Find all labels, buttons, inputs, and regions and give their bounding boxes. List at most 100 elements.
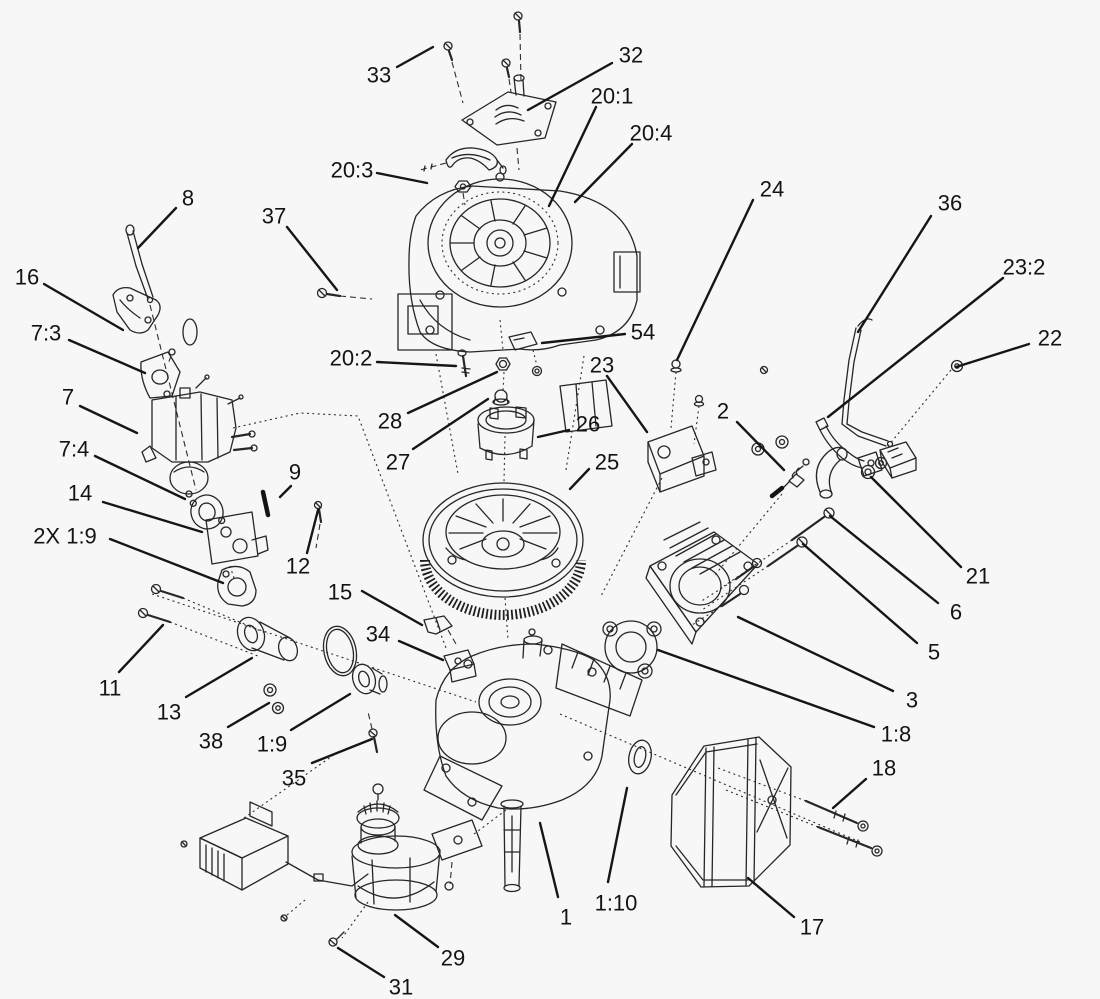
callout-label-27: 27 <box>386 450 410 475</box>
callout-label-22: 22 <box>1038 326 1062 351</box>
starter-bolt-31 <box>328 931 345 947</box>
recoil-starter <box>427 172 573 308</box>
callout-leader-1:8 <box>656 648 876 729</box>
callout-label-23: 23 <box>590 353 614 378</box>
callout-leader-7:3 <box>67 338 147 375</box>
callout-leader-16 <box>42 282 125 332</box>
callout-label-54: 54 <box>631 320 655 345</box>
washers-38 <box>263 683 285 715</box>
hex-nut-28 <box>495 357 511 391</box>
callout-leader-20:2 <box>375 360 458 368</box>
callout-label-34: 34 <box>366 622 390 647</box>
callout-leader-28 <box>406 370 499 415</box>
callout-leader-18 <box>831 777 868 810</box>
callout-label-2: 2 <box>717 399 729 424</box>
callout-leader-9 <box>278 484 293 499</box>
callout-label-1:10: 1:10 <box>595 891 638 916</box>
callout-label-33: 33 <box>367 63 391 88</box>
carb-gasket-7-4 <box>189 494 226 530</box>
flange-nut-27 <box>492 389 510 406</box>
callout-label-37: 37 <box>262 204 286 229</box>
callout-label-14: 14 <box>68 481 92 506</box>
callout-label-7: 7 <box>62 385 74 410</box>
brake-box <box>599 425 717 599</box>
callout-leader-7 <box>78 404 139 435</box>
callout-leader-29 <box>393 913 440 949</box>
callout-label-7:3: 7:3 <box>31 321 62 346</box>
callout-label-20:2: 20:2 <box>330 346 373 371</box>
callout-label-31: 31 <box>389 975 413 999</box>
callout-leader-22 <box>954 342 1031 369</box>
callout-label-20:1: 20:1 <box>591 84 634 109</box>
callout-leader-32 <box>526 61 614 112</box>
callout-label-25: 25 <box>595 450 619 475</box>
callout-label-6: 6 <box>950 600 962 625</box>
callout-label-5: 5 <box>928 640 940 665</box>
callout-leader-17 <box>746 876 796 919</box>
muffler <box>670 736 792 888</box>
callout-leader-20:1 <box>547 105 598 208</box>
callout-leader-20:3 <box>375 171 429 185</box>
cylinder-head <box>645 521 759 645</box>
callout-label-16: 16 <box>15 265 39 290</box>
housing-bolt <box>316 287 373 300</box>
callout-label-7:4: 7:4 <box>59 437 90 462</box>
carburetor <box>141 374 258 498</box>
bracket-23-2 <box>815 417 883 477</box>
clip-15 <box>423 615 457 645</box>
callout-label-36: 36 <box>938 191 962 216</box>
callout-leader-54 <box>540 332 627 345</box>
blower-housing <box>397 185 641 475</box>
callout-leader-11 <box>117 623 165 674</box>
callout-leader-1 <box>538 821 560 899</box>
intake-elbow <box>236 616 299 662</box>
callout-label-24: 24 <box>760 177 784 202</box>
callout-leader-7:4 <box>93 454 187 501</box>
callout-leader-14 <box>101 500 204 534</box>
callout-label-29: 29 <box>441 946 465 971</box>
callout-label-28: 28 <box>378 409 402 434</box>
callout-label-15: 15 <box>328 580 352 605</box>
brake-bracket-54 <box>508 331 543 377</box>
callout-leader-6 <box>828 514 940 605</box>
callout-label-35: 35 <box>282 766 306 791</box>
spring-pin-9 <box>232 412 447 649</box>
callout-leader-5 <box>801 542 919 645</box>
callout-leader-24 <box>675 198 755 362</box>
callout-leader-1:9 <box>289 692 352 732</box>
brake-bolts-24 <box>670 359 705 445</box>
plate-14 <box>205 511 269 579</box>
screw-35 <box>367 711 379 754</box>
callout-label-20:3: 20:3 <box>331 158 374 183</box>
intake-gasket-2x <box>217 565 257 607</box>
callout-leader-21 <box>869 475 963 569</box>
screw-12 <box>313 500 323 549</box>
callout-leader-36 <box>856 214 933 334</box>
callout-label-8: 8 <box>182 186 194 211</box>
callout-leader-34 <box>397 639 445 662</box>
callout-leader-13 <box>184 656 254 699</box>
callout-label-13: 13 <box>157 700 181 725</box>
callout-label-20:4: 20:4 <box>630 121 673 146</box>
cable-guide <box>879 441 917 479</box>
callout-leader-2 <box>735 420 786 472</box>
callout-label-3: 3 <box>906 688 918 713</box>
callout-label-17: 17 <box>800 915 824 940</box>
flywheel <box>420 482 586 620</box>
callout-label-23:2: 23:2 <box>1003 255 1046 280</box>
callout-leader-20:4 <box>573 142 634 204</box>
brake-lever-36 <box>841 318 894 448</box>
callout-leader-31 <box>336 946 386 979</box>
callout-label-21: 21 <box>966 564 990 589</box>
callout-label-2X 1:9: 2X 1:9 <box>33 524 97 549</box>
callout-leader-27 <box>411 397 490 451</box>
screw-20-2 <box>457 349 471 378</box>
callout-label-38: 38 <box>199 729 223 754</box>
callout-leader-12 <box>305 508 320 555</box>
starter-cup <box>477 406 535 461</box>
callout-leader-35 <box>310 737 374 765</box>
electric-starter <box>341 783 507 939</box>
callout-leader-23:2 <box>826 276 1005 419</box>
